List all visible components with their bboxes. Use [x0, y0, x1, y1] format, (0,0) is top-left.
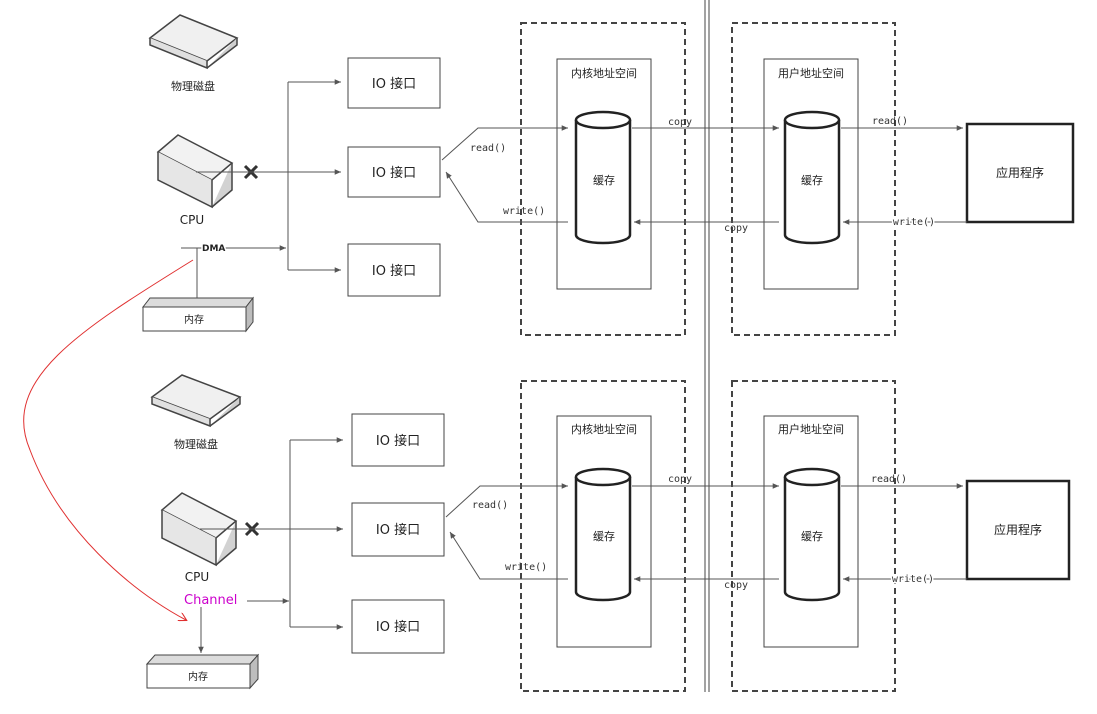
disk-icon	[148, 14, 239, 70]
copy-label: copy	[724, 580, 748, 591]
application-box	[965, 479, 1071, 581]
user-dashed-border	[731, 380, 896, 692]
copy-label: copy	[668, 117, 692, 128]
io-interface-box	[347, 57, 441, 109]
user-cache-cylinder	[783, 467, 841, 602]
write-label: write()	[505, 562, 547, 573]
copy-label: copy	[724, 223, 748, 234]
io-interface-label: IO 接口	[376, 433, 420, 449]
read-label: read()	[472, 500, 508, 511]
disk-label: 物理磁盘	[174, 437, 218, 451]
disk-label: 物理磁盘	[171, 79, 215, 93]
application-box	[965, 122, 1075, 224]
user-space-box	[763, 415, 859, 648]
kernel-cache-label: 缓存	[593, 529, 615, 543]
user-space-label: 用户地址空间	[778, 422, 844, 436]
io-interface-label: IO 接口	[376, 619, 420, 635]
cpu-label: CPU	[185, 570, 209, 584]
kernel-space-label: 内核地址空间	[571, 66, 637, 80]
read-label: read()	[871, 474, 907, 485]
io-interface-box	[351, 502, 445, 557]
user-space-label: 用户地址空间	[778, 66, 844, 80]
user-space-box	[763, 58, 859, 290]
application-label: 应用程序	[994, 522, 1042, 537]
disk-icon	[150, 374, 242, 428]
panel-dma	[141, 14, 1075, 336]
kernel-space-label: 内核地址空间	[571, 422, 637, 436]
kernel-cache-label: 缓存	[593, 173, 615, 187]
io-interface-label: IO 接口	[372, 263, 416, 279]
user-cache-label: 缓存	[801, 529, 823, 543]
user-dashed-border	[731, 22, 896, 336]
io-interface-label: IO 接口	[372, 165, 416, 181]
io-interface-box	[347, 243, 441, 297]
annotation-curve-arrow	[23, 259, 194, 620]
write-label: write()	[503, 206, 545, 217]
read-label: read()	[872, 116, 908, 127]
kernel-cache-cylinder	[574, 467, 632, 602]
user-cache-cylinder	[783, 110, 841, 245]
write-label: write()	[893, 217, 935, 228]
memory-label: 内存	[184, 313, 204, 326]
io-interface-label: IO 接口	[372, 76, 416, 92]
memory-label: 内存	[188, 670, 208, 683]
kernel-dashed-border	[520, 22, 686, 336]
write-label: write()	[892, 574, 934, 585]
user-cache-label: 缓存	[801, 173, 823, 187]
io-interface-label: IO 接口	[376, 522, 420, 538]
kernel-dashed-border	[520, 380, 686, 692]
cpu-label: CPU	[180, 213, 204, 227]
dma-label: DMA	[202, 244, 225, 254]
io-interface-box	[347, 146, 441, 198]
kernel-cache-cylinder	[574, 110, 632, 245]
channel-label: Channel	[184, 593, 237, 608]
kernel-space-box	[556, 58, 652, 290]
kernel-space-box	[556, 415, 652, 648]
cpu-icon	[156, 134, 234, 209]
copy-label: copy	[668, 474, 692, 485]
panel-channel	[145, 374, 1071, 692]
memory-icon	[145, 653, 260, 690]
read-label: read()	[470, 143, 506, 154]
io-interface-box	[351, 599, 445, 654]
memory-icon	[141, 296, 255, 333]
cpu-icon	[160, 492, 238, 567]
io-interface-box	[351, 413, 445, 467]
application-label: 应用程序	[996, 165, 1044, 180]
